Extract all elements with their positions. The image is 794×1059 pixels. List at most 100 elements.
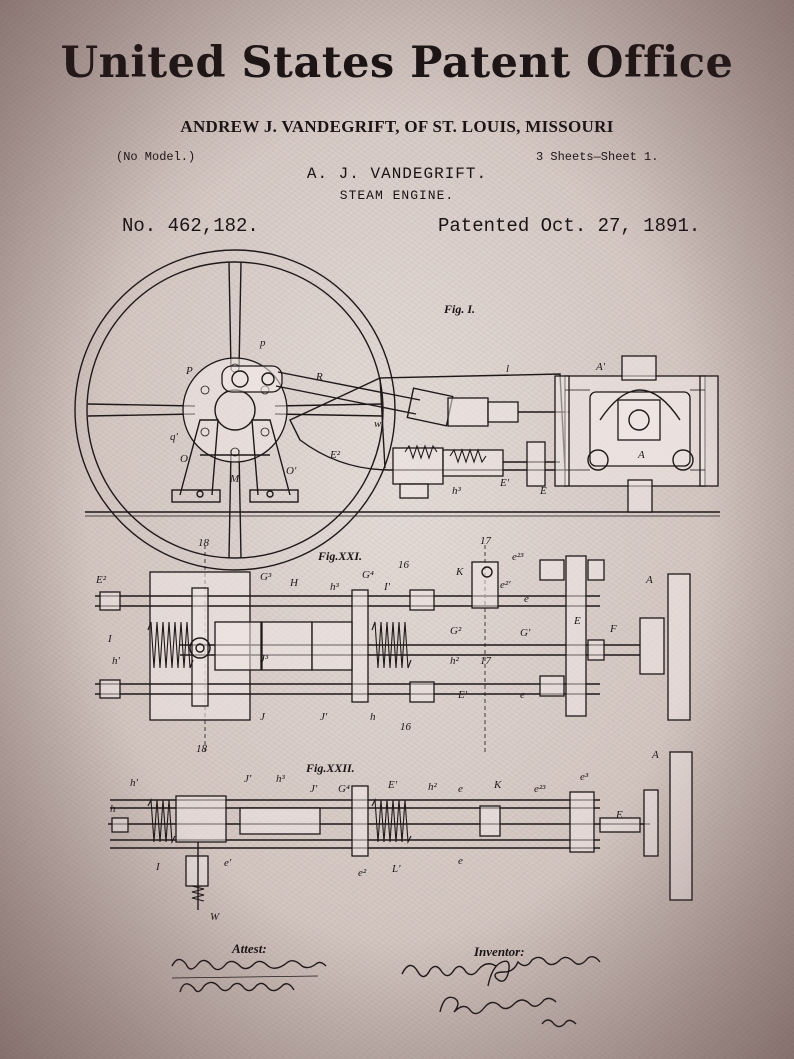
flywheel-rim-inner	[86, 261, 384, 559]
svg-text:h²: h²	[428, 781, 438, 793]
svg-text:E: E	[573, 615, 581, 627]
svg-text:G': G'	[520, 627, 531, 639]
svg-text:e': e'	[224, 857, 232, 869]
svg-text:E': E'	[387, 779, 398, 791]
svg-text:e: e	[458, 855, 463, 867]
svg-text:e²': e²'	[500, 579, 511, 591]
svg-text:h': h'	[130, 777, 139, 789]
svg-text:w: w	[374, 418, 382, 430]
svg-text:h²: h²	[450, 655, 460, 667]
svg-text:h³: h³	[276, 773, 286, 785]
svg-text:h³: h³	[330, 581, 340, 593]
piston-head-section	[669, 751, 693, 901]
figure-21-label: Fig.XXI.	[318, 549, 363, 563]
svg-text:J': J'	[244, 773, 252, 785]
svg-text:I': I'	[383, 581, 391, 593]
svg-text:G³: G³	[260, 571, 272, 583]
svg-text:W: W	[210, 911, 220, 923]
svg-text:A: A	[637, 449, 645, 461]
piston-head-plan	[667, 573, 691, 721]
svg-text:17: 17	[480, 655, 492, 667]
svg-text:l: l	[506, 363, 509, 375]
svg-text:K: K	[455, 566, 464, 578]
svg-text:h': h'	[112, 655, 121, 667]
inventor-line: ANDREW J. VANDEGRIFT, OF ST. LOUIS, MISS…	[180, 117, 614, 136]
svg-text:18: 18	[196, 743, 208, 755]
svg-text:A: A	[651, 749, 659, 761]
inventor-label: Inventor:	[474, 944, 525, 959]
svg-text:J: J	[260, 711, 266, 723]
svg-text:I: I	[155, 861, 161, 873]
svg-text:G²: G²	[450, 625, 462, 637]
flywheel-spokes	[87, 261, 383, 559]
connecting-rod	[275, 371, 454, 427]
svg-text:J': J'	[320, 711, 328, 723]
section-valve-body	[175, 795, 227, 843]
svg-text:E: E	[539, 485, 547, 497]
spring-left	[147, 621, 194, 669]
svg-text:h: h	[370, 711, 376, 723]
svg-text:e: e	[458, 783, 463, 795]
svg-text:16: 16	[398, 559, 410, 571]
patent-subject: STEAM ENGINE.	[339, 188, 455, 203]
bearing-frame	[171, 419, 299, 503]
steam-cylinder	[554, 355, 719, 513]
svg-text:e²³: e²³	[534, 783, 546, 795]
valve-gear	[392, 441, 560, 499]
no-model-note: (No Model.)	[116, 150, 196, 164]
figure-1-reference-marks: PpR l A' w q'O M O' E² h³ E' E A	[170, 337, 645, 497]
svg-text:G⁴: G⁴	[362, 569, 374, 581]
svg-text:e²³: e²³	[512, 551, 524, 563]
svg-text:h³: h³	[452, 485, 462, 497]
svg-text:G⁴: G⁴	[338, 783, 350, 795]
svg-text:E': E'	[457, 689, 468, 701]
spring-right	[371, 621, 412, 669]
sheet-count: 3 Sheets—Sheet 1.	[536, 150, 659, 164]
svg-text:R: R	[315, 371, 323, 383]
svg-text:O': O'	[286, 465, 297, 477]
svg-text:17: 17	[480, 535, 492, 547]
crosshead	[447, 397, 570, 427]
svg-text:M: M	[229, 473, 240, 485]
svg-text:A: A	[645, 574, 653, 586]
figure-22-label: Fig.XXII.	[306, 761, 355, 775]
svg-text:E²: E²	[95, 574, 107, 586]
svg-text:e: e	[520, 689, 525, 701]
patent-number: No. 462,182.	[122, 215, 259, 237]
svg-text:h: h	[110, 803, 116, 815]
svg-text:P: P	[185, 365, 193, 377]
svg-text:e³: e³	[580, 771, 589, 783]
svg-text:K: K	[493, 779, 502, 791]
svg-text:e²: e²	[358, 867, 367, 879]
figure-1-drawing: PpR l A' w q'O M O' E² h³ E' E A	[74, 249, 720, 571]
svg-text:18: 18	[198, 537, 210, 549]
svg-text:J³: J³	[260, 653, 269, 665]
witness-signatures	[171, 958, 327, 993]
attest-label: Attest:	[232, 941, 267, 956]
svg-text:H: H	[289, 577, 299, 589]
svg-text:q': q'	[170, 431, 179, 443]
svg-text:p: p	[259, 337, 266, 349]
svg-text:16: 16	[400, 721, 412, 733]
svg-text:F: F	[609, 623, 617, 635]
figure-1-label: Fig. I.	[444, 302, 476, 316]
page-title: United States Patent Office	[60, 38, 734, 88]
svg-text:O: O	[180, 453, 188, 465]
svg-text:I: I	[107, 633, 113, 645]
inventor-signature	[401, 955, 601, 1028]
svg-text:A': A'	[595, 361, 606, 373]
svg-text:J': J'	[310, 783, 318, 795]
svg-text:E²: E²	[329, 449, 341, 461]
svg-text:e: e	[524, 593, 529, 605]
svg-text:E': E'	[499, 477, 510, 489]
inventor-name: A. J. VANDEGRIFT.	[306, 165, 488, 183]
end-bracket	[565, 555, 587, 717]
svg-text:L': L'	[391, 863, 401, 875]
crank-block	[221, 365, 283, 393]
patent-date: Patented Oct. 27, 1891.	[438, 215, 701, 237]
